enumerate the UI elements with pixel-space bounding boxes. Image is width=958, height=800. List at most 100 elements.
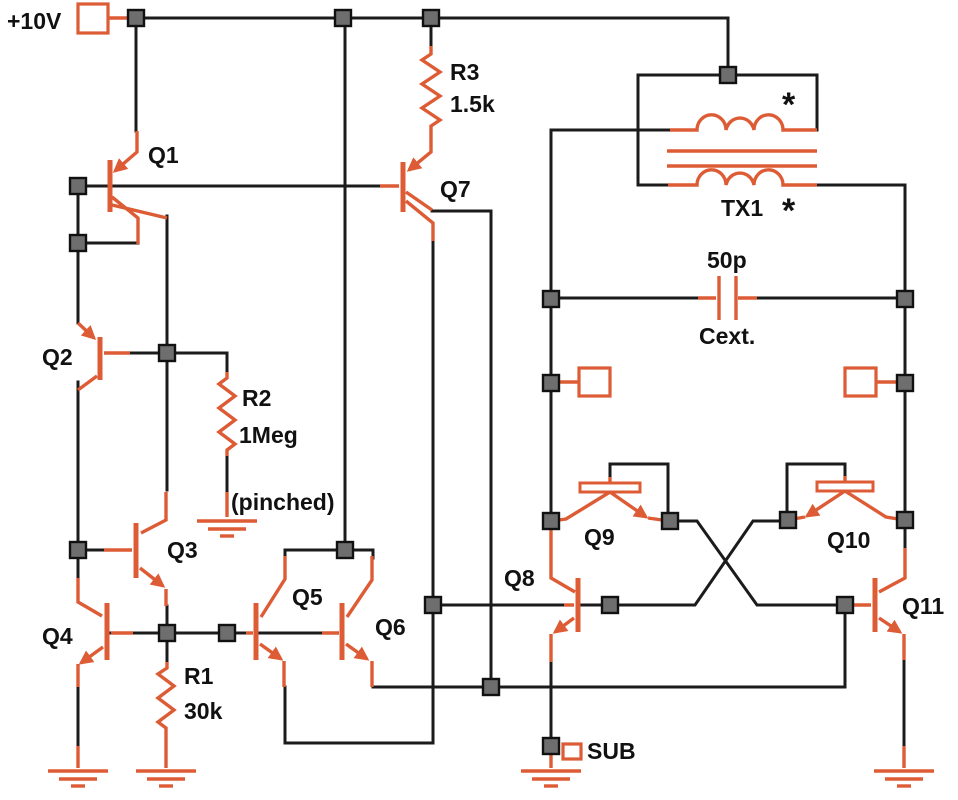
junction-node <box>157 623 177 643</box>
tx1-polarity-star-top: * <box>782 86 796 124</box>
q8-collector <box>549 526 576 594</box>
wire-right-osc-rail <box>815 183 907 550</box>
transistor-q11[interactable] <box>851 548 907 768</box>
junction-node <box>217 623 237 643</box>
transistor-q10[interactable] <box>792 476 899 521</box>
transistor-q3[interactable] <box>104 492 168 606</box>
wire-net <box>76 16 907 748</box>
q10-base-bar <box>815 480 875 493</box>
q10-right-emitter <box>844 489 899 521</box>
label-r3-ref: R3 <box>450 59 479 85</box>
label-q4: Q4 <box>42 623 73 649</box>
q5-emitter <box>259 642 284 661</box>
q4-emitter <box>78 645 104 665</box>
q3-emitter <box>138 566 166 588</box>
q10-left-emitter <box>804 489 846 518</box>
junction-node <box>481 677 501 697</box>
junction-node <box>835 595 855 615</box>
q1-collector1 <box>110 195 140 244</box>
ext-left-port-square <box>577 366 612 398</box>
ground-r2[interactable] <box>197 519 257 538</box>
label-q2: Q2 <box>42 344 73 370</box>
ground-q4[interactable] <box>48 769 108 788</box>
junction-node <box>895 510 915 530</box>
label-q8: Q8 <box>504 565 535 591</box>
transistor-q6[interactable] <box>322 556 374 687</box>
junction-node <box>541 373 561 393</box>
q7-leadA <box>405 190 433 212</box>
transistor-q5[interactable] <box>246 556 287 687</box>
label-q9: Q9 <box>584 524 615 550</box>
wire-q5-q6-collector-bracket <box>283 548 375 560</box>
junction-node <box>68 540 88 560</box>
junction-node <box>541 736 561 756</box>
label-q10: Q10 <box>827 527 870 553</box>
q9-right-stub <box>647 516 663 522</box>
label-sub: SUB <box>587 738 636 764</box>
label-q7: Q7 <box>440 176 471 202</box>
transistor-q7[interactable] <box>380 140 435 241</box>
junction-node <box>778 510 798 530</box>
resistor-r2[interactable] <box>216 372 238 517</box>
junction-node <box>895 289 915 309</box>
ground-sub[interactable] <box>521 753 581 788</box>
port-vcc[interactable] <box>76 2 128 35</box>
label-q3: Q3 <box>167 537 198 563</box>
tx1-bottom-winding <box>668 168 817 187</box>
label-q11: Q11 <box>902 593 944 619</box>
q9-base-bar <box>578 481 642 494</box>
ground-r1[interactable] <box>136 769 196 788</box>
label-r1-ref: R1 <box>184 663 214 689</box>
wire-tx-bracket <box>636 73 819 187</box>
wire-emitter-bus <box>371 607 847 689</box>
transistor-q4[interactable] <box>76 578 133 768</box>
junction-node <box>157 343 177 363</box>
q6-emitter <box>345 642 370 661</box>
label-q5: Q5 <box>292 584 323 610</box>
transistor-q1[interactable] <box>107 131 168 244</box>
port-sub[interactable] <box>561 742 583 761</box>
junction-node <box>600 595 620 615</box>
r2-zigzag <box>216 372 238 456</box>
capacitor-cext[interactable] <box>698 276 757 320</box>
wire-cross-couple-1 <box>672 519 843 607</box>
port-ext-left[interactable] <box>559 366 612 398</box>
ground-q11[interactable] <box>874 769 934 788</box>
junction-node <box>68 176 88 196</box>
resistor-r3[interactable] <box>418 20 444 140</box>
q3-collector <box>140 492 168 535</box>
q1-collector2 <box>111 203 168 220</box>
junction-node <box>335 540 355 560</box>
label-r2-ref: R2 <box>242 385 271 411</box>
label-cap-ref: Cext. <box>699 323 755 349</box>
labels: +10V Q1 Q2 Q3 Q4 Q5 Q6 Q7 Q8 Q9 Q10 Q11 … <box>7 8 944 764</box>
wire-q9-loop <box>608 462 670 517</box>
junction-nodes <box>68 8 915 756</box>
junction-node <box>333 8 353 28</box>
q5-collector <box>259 556 287 618</box>
junction-node <box>126 8 146 28</box>
q8-emitter <box>552 616 576 634</box>
resistor-r1[interactable] <box>155 662 177 768</box>
junction-node <box>423 595 443 615</box>
wire-r2-feed <box>128 351 229 374</box>
junction-node <box>541 511 561 531</box>
label-r3-value: 1.5k <box>450 91 495 117</box>
wire-q7-leadA <box>430 209 493 689</box>
label-tx1: TX1 <box>721 195 763 221</box>
transistor-q2[interactable] <box>76 321 130 392</box>
port-ext-right[interactable] <box>843 366 897 398</box>
transistor-q9[interactable] <box>558 477 663 522</box>
q1-emitter <box>112 131 139 173</box>
q11-emitter <box>878 616 903 634</box>
transformer-tx1[interactable] <box>667 113 817 187</box>
q7-emitter <box>406 140 433 172</box>
q4-collector <box>76 578 103 618</box>
tx1-top-winding <box>670 113 817 132</box>
transistor-q8[interactable] <box>549 526 581 662</box>
r3-zigzag <box>418 46 444 140</box>
junction-node <box>541 289 561 309</box>
ext-right-port-square <box>843 366 878 398</box>
wire-q10-loop <box>785 462 847 516</box>
